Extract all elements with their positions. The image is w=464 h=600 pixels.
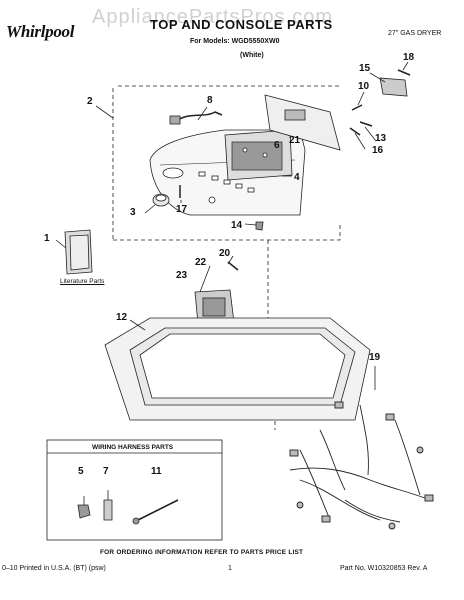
callout-14: 14 (231, 220, 243, 231)
callout-15: 15 (359, 63, 371, 74)
callout-11: 11 (151, 466, 162, 477)
callout-18: 17 (176, 204, 188, 215)
callout-17: 18 (403, 52, 415, 63)
callout-23: 23 (176, 270, 188, 281)
callout-3: 3 (130, 207, 136, 218)
callout-20: 20 (219, 248, 231, 259)
callout-16: 16 (372, 145, 384, 156)
literature-parts-label: Literature Parts (60, 278, 105, 285)
model-number: For Models: WGD5550XW0 (190, 38, 280, 45)
callout-6: 6 (274, 140, 280, 151)
callout-22: 22 (195, 257, 207, 268)
top-bracket (379, 77, 408, 97)
brand-logo: Whirlpool (6, 22, 75, 41)
console-rear-bracket (264, 94, 341, 151)
callout-12: 12 (116, 312, 128, 323)
page-title: TOP AND CONSOLE PARTS (150, 17, 333, 32)
callout-21: 21 (289, 135, 301, 146)
watermark: AppliancePartsPros.com (92, 6, 333, 28)
wiring-harness-parts-box (46, 439, 223, 541)
callout-8: 8 (207, 95, 213, 106)
callout-4: 4 (294, 172, 300, 183)
print-info: 0–10 Printed in U.S.A. (BT) (psw) (2, 565, 106, 572)
callout-19: 19 (369, 352, 381, 363)
callout-5: 5 (78, 466, 84, 477)
color-note: (White) (240, 52, 264, 59)
product-type: 27" GAS DRYER (388, 30, 442, 37)
main-wire-harness (289, 401, 434, 530)
wiring-harness-parts-title: WIRING HARNESS PARTS (92, 444, 174, 451)
callout-7: 7 (103, 466, 109, 477)
callout-2: 2 (87, 96, 93, 107)
console-group-box-bottom (113, 225, 341, 241)
callout-10: 10 (358, 81, 370, 92)
console-wire-harness (177, 111, 223, 121)
ordering-note: FOR ORDERING INFORMATION REFER TO PARTS … (100, 549, 304, 556)
callout-13: 13 (375, 133, 387, 144)
page-number: 1 (228, 565, 232, 572)
part-number: Part No. W10320853 Rev. A (340, 565, 428, 572)
callout-1: 1 (44, 233, 50, 244)
